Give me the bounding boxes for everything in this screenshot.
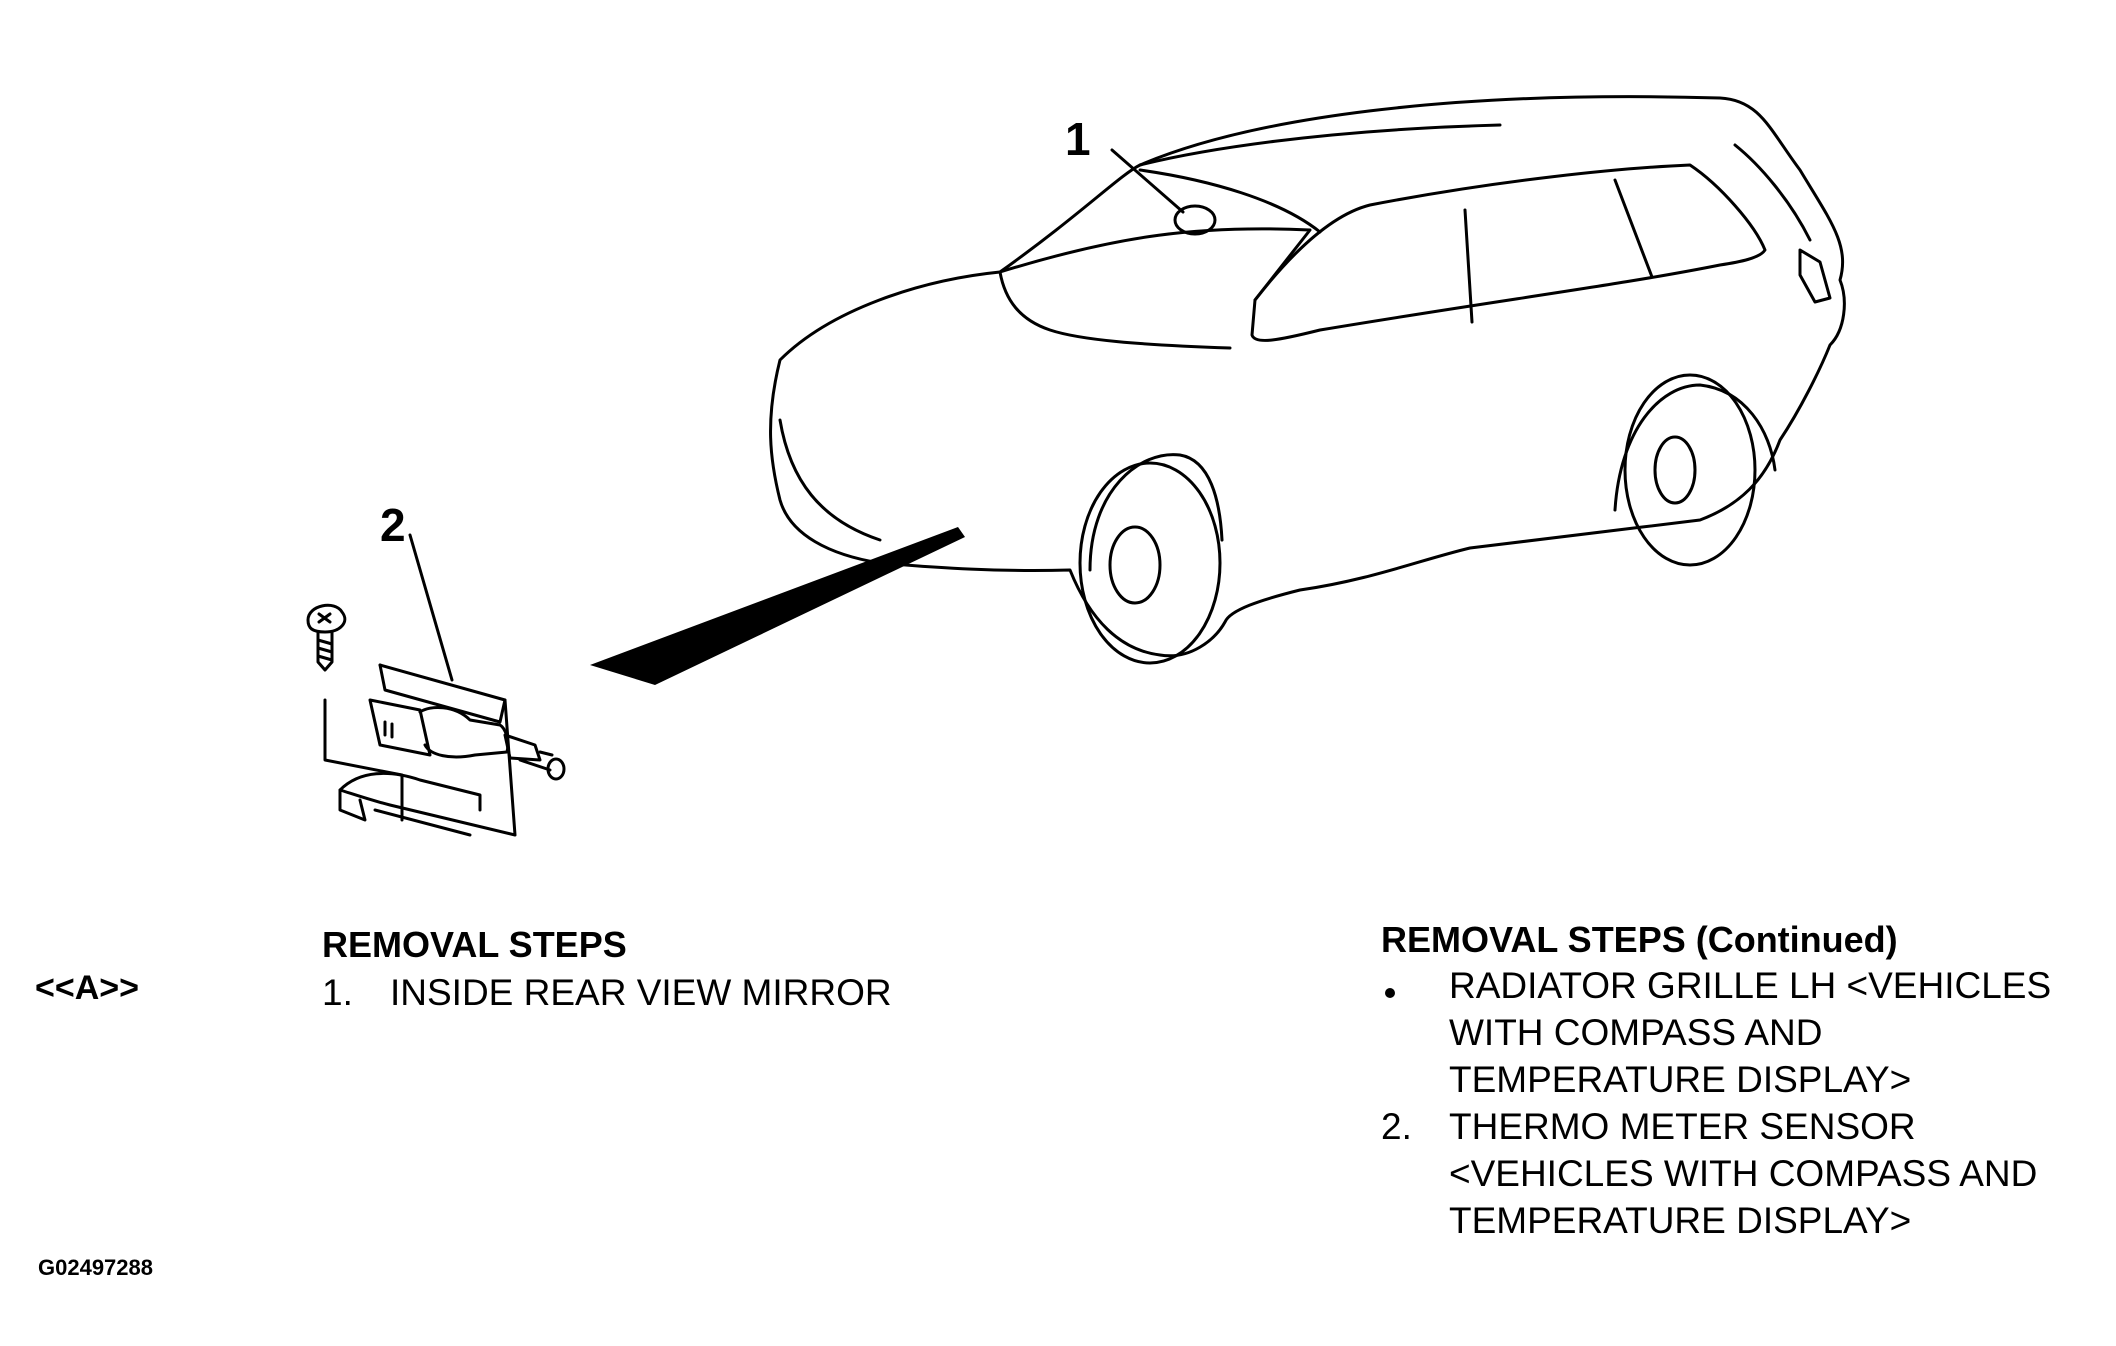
vehicle-body-outline bbox=[769, 95, 1846, 658]
sensor-connector-pins bbox=[383, 720, 394, 739]
vehicle-tail-light bbox=[1798, 248, 1832, 304]
vehicle-window-pillar-c bbox=[1613, 178, 1654, 279]
vehicle-front-wheel bbox=[1078, 461, 1222, 665]
mirror-location-marker bbox=[1173, 204, 1217, 236]
vehicle-rear-wheel bbox=[1623, 373, 1757, 567]
bullet-icon bbox=[1385, 988, 1395, 998]
sensor-tip bbox=[503, 733, 542, 762]
vehicle-front-bumper bbox=[778, 418, 882, 542]
vehicle-side-windows bbox=[1250, 163, 1767, 342]
callout-1-label: 1 bbox=[1065, 113, 1091, 165]
location-pointer-wedge bbox=[590, 527, 965, 685]
left-step-1: 1. INSIDE REAR VIEW MIRROR bbox=[322, 969, 962, 1016]
right-step-2: 2. THERMO METER SENSOR <VEHICLES WITH CO… bbox=[1381, 1103, 2101, 1244]
right-step-2-line-3: TEMPERATURE DISPLAY> bbox=[1449, 1200, 1912, 1241]
sensor-connector bbox=[368, 698, 432, 757]
left-step-1-text: INSIDE REAR VIEW MIRROR bbox=[390, 972, 892, 1013]
step-reference-marker: <<A>> bbox=[35, 969, 139, 1007]
figure-id: G02497288 bbox=[38, 1255, 153, 1280]
sensor-bracket bbox=[338, 663, 517, 837]
vehicle-front-wheel-arch bbox=[1088, 453, 1224, 572]
callout-2-label: 2 bbox=[380, 499, 406, 551]
screw-thread bbox=[316, 638, 334, 662]
sensor-bracket-front bbox=[378, 663, 507, 724]
vehicle-rear-wheel-hub bbox=[1653, 435, 1697, 505]
left-panel-heading: REMOVAL STEPS bbox=[322, 924, 627, 965]
sensor-bracket-base bbox=[338, 771, 482, 812]
sensor-body bbox=[418, 706, 510, 759]
sensor-bracket-rail bbox=[373, 808, 472, 837]
vehicle-hood-line bbox=[998, 270, 1232, 350]
screw-guide-line bbox=[323, 698, 404, 822]
callout-2-leader bbox=[408, 533, 454, 682]
right-step-2-line-1: THERMO METER SENSOR bbox=[1449, 1106, 1916, 1147]
sensor-probe-shaft bbox=[518, 758, 552, 772]
right-bullet-item: RADIATOR GRILLE LH <VEHICLES WITH COMPAS… bbox=[1381, 962, 2101, 1103]
vehicle-windshield bbox=[998, 168, 1322, 302]
right-step-2-line-2: <VEHICLES WITH COMPASS AND bbox=[1449, 1153, 2038, 1194]
vehicle-front-wheel-hub bbox=[1108, 525, 1162, 605]
vehicle-rear-wheel-arch bbox=[1613, 383, 1777, 512]
left-step-1-number: 1. bbox=[322, 972, 353, 1013]
screw-slot-icon bbox=[317, 612, 332, 624]
vehicle-window-pillar-b bbox=[1463, 208, 1474, 324]
vehicle-roof-line bbox=[1138, 123, 1502, 167]
right-panel-heading: REMOVAL STEPS (Continued) bbox=[1381, 919, 1898, 960]
screw-head bbox=[306, 603, 347, 634]
right-step-2-number: 2. bbox=[1381, 1106, 1412, 1147]
bullet-line-1: RADIATOR GRILLE LH <VEHICLES bbox=[1449, 965, 2052, 1006]
vehicle-rear-pillar bbox=[1733, 143, 1812, 242]
bullet-line-3: TEMPERATURE DISPLAY> bbox=[1449, 1059, 1912, 1100]
bullet-line-2: WITH COMPASS AND bbox=[1449, 1012, 1823, 1053]
callout-1-leader bbox=[1110, 148, 1185, 214]
sensor-probe bbox=[538, 750, 554, 757]
